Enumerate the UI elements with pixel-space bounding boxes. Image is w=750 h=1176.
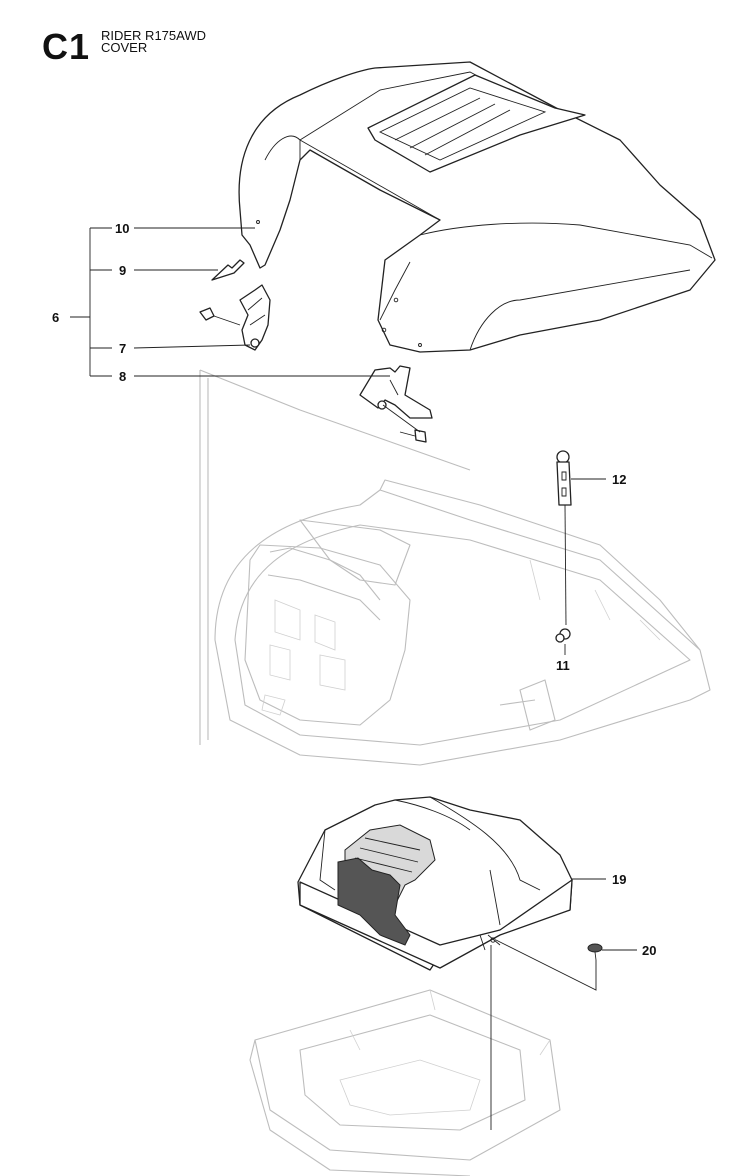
hood-cover bbox=[238, 61, 716, 353]
model-name: RIDER R175AWD bbox=[101, 28, 206, 43]
callout-leaders bbox=[70, 227, 637, 951]
callout-10: 10 bbox=[115, 221, 129, 236]
assembly-guide-lines bbox=[382, 404, 597, 1130]
section-name: COVER bbox=[101, 40, 148, 55]
hinge-mount bbox=[359, 365, 433, 443]
callout-11: 11 bbox=[556, 658, 570, 673]
page-heading: RIDER R175AWD COVER bbox=[101, 28, 206, 55]
cover-screw bbox=[587, 943, 603, 961]
callout-12: 12 bbox=[612, 472, 626, 487]
chassis-ghost bbox=[199, 369, 711, 766]
callout-7: 7 bbox=[119, 341, 126, 356]
callout-19: 19 bbox=[612, 872, 626, 887]
hinge-pin bbox=[211, 259, 245, 281]
callout-labels: 10 9 6 7 8 12 11 19 20 bbox=[52, 221, 656, 958]
base-tray-ghost bbox=[249, 989, 561, 1176]
page-code: C1 bbox=[42, 26, 91, 67]
callout-9: 9 bbox=[119, 263, 126, 278]
hinge-bracket bbox=[199, 284, 271, 351]
dashboard-cover bbox=[297, 796, 573, 971]
callout-8: 8 bbox=[119, 369, 126, 384]
callout-20: 20 bbox=[642, 943, 656, 958]
callout-6: 6 bbox=[52, 310, 59, 325]
support-rod bbox=[555, 450, 572, 643]
